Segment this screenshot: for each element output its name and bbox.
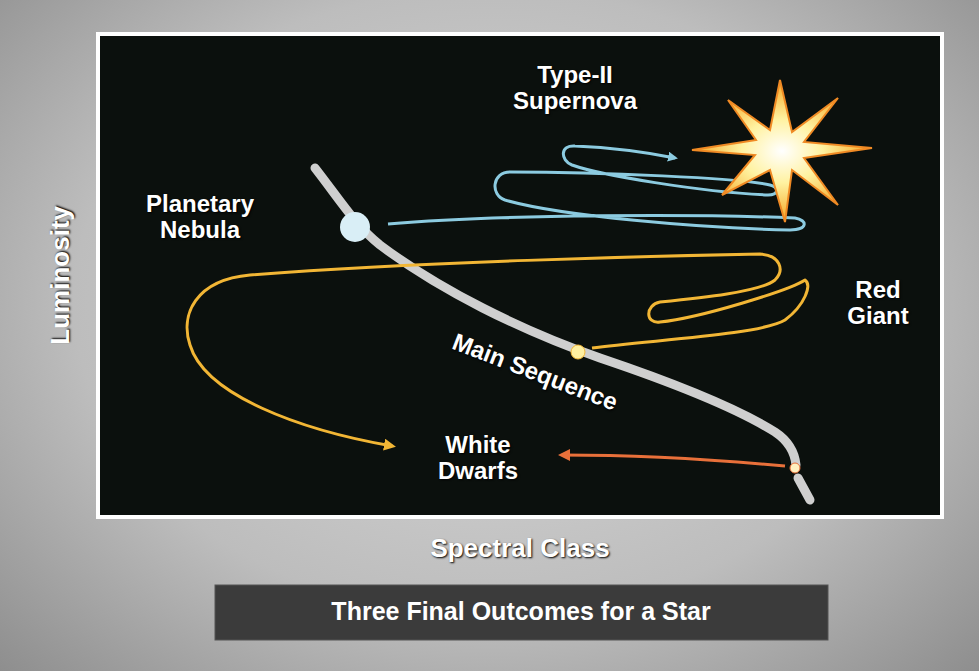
main-sequence-track bbox=[315, 168, 796, 465]
sun-dot bbox=[571, 345, 585, 359]
sunlike-star-track bbox=[187, 254, 808, 446]
supernova-label: Type-II Supernova bbox=[500, 62, 650, 115]
panel-border bbox=[96, 32, 944, 519]
axis-label: Luminosity bbox=[46, 165, 75, 385]
red-dwarf-dot bbox=[790, 463, 800, 473]
axis-label: Spectral Class bbox=[370, 534, 670, 563]
main-sequence-track-end bbox=[798, 478, 810, 500]
caption-text: Three Final Outcomes for a Star bbox=[221, 598, 821, 626]
supernova-burst bbox=[692, 80, 872, 222]
white-dwarfs-label: White Dwarfs bbox=[418, 432, 538, 485]
panel-ground bbox=[100, 36, 940, 515]
massive-star-track bbox=[388, 146, 804, 230]
planetary-nebula-dot bbox=[340, 212, 370, 242]
nebula-label: Planetary Nebula bbox=[125, 191, 275, 244]
caption-box bbox=[215, 585, 828, 640]
low-mass-track bbox=[562, 455, 785, 466]
red-giant-label: Red Giant bbox=[833, 277, 923, 330]
